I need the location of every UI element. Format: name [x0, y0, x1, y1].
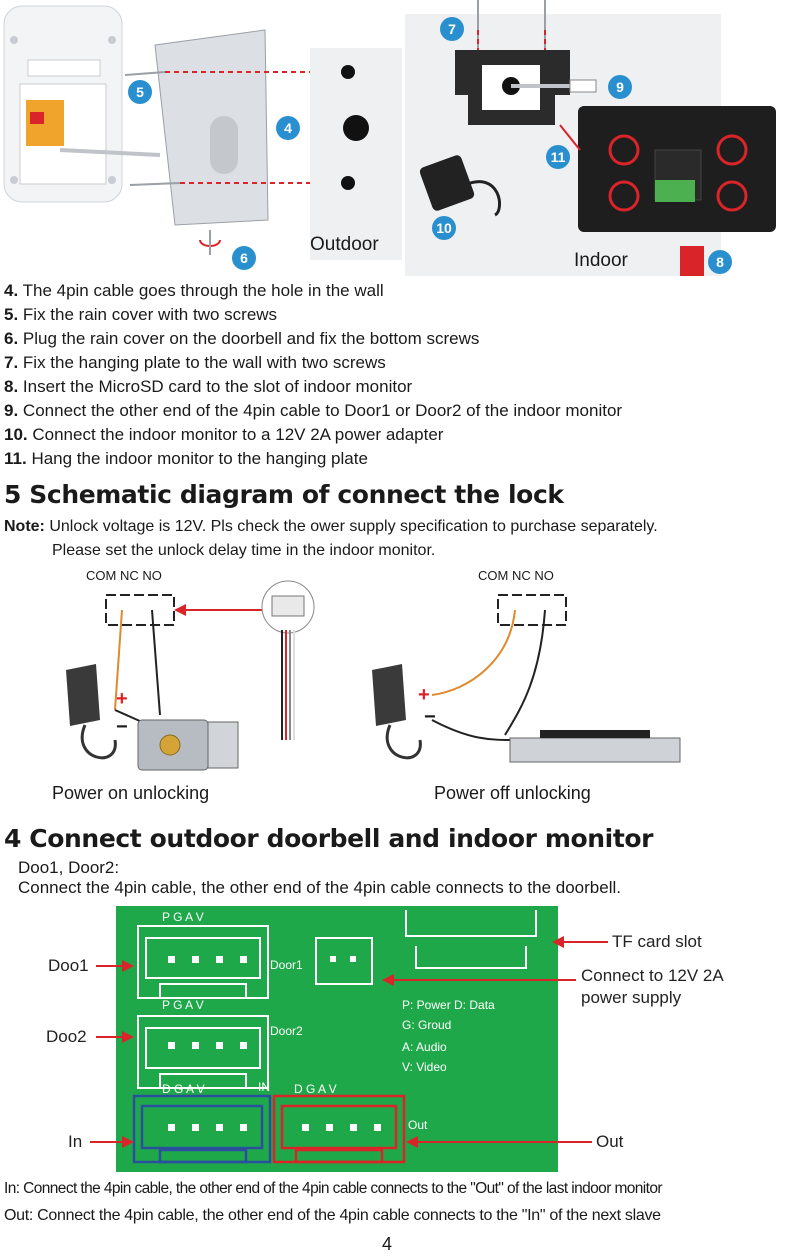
connect-sub2: Connect the 4pin cable, the other end of…: [18, 878, 621, 897]
step-item: 8. Insert the MicroSD card to the slot o…: [4, 377, 413, 396]
legend-line: P: Power D: Data: [402, 998, 495, 1012]
plus-left: +: [116, 688, 128, 710]
footer-out-note: Out: Connect the 4pin cable, the other e…: [4, 1207, 661, 1224]
step-item: 9. Connect the other end of the 4pin cab…: [4, 401, 623, 420]
door2-tag: Door2: [270, 1024, 303, 1038]
terminal-block-right: [497, 594, 567, 626]
pcb-board: P G A V P G A V D G A V IN D G A V Door1…: [116, 906, 558, 1172]
pins-out: D G A V: [294, 1082, 337, 1096]
lock-wiring-diagram: [66, 580, 681, 771]
indoor-label: Indoor: [574, 250, 628, 271]
out-tag: Out: [408, 1118, 428, 1132]
label-doo1: Doo1: [48, 956, 89, 975]
note-label: Note:: [4, 518, 45, 535]
power-adapter-left: [66, 664, 100, 726]
label-tf-card: TF card slot: [612, 932, 702, 951]
install-illustration: Outdoor Indoor 5 4 6 7 9 11 10 8: [0, 0, 800, 280]
lock-note: Note: Unlock voltage is 12V. Pls check t…: [4, 518, 658, 536]
power-adapter-right: [372, 664, 406, 726]
microsd-card: [680, 246, 704, 276]
footer-in-note: In: Connect the 4pin cable, the other en…: [4, 1180, 663, 1197]
plus-right: +: [418, 684, 430, 706]
label-doo2: Doo2: [46, 1027, 87, 1046]
connect-section-title: 4 Connect outdoor doorbell and indoor mo…: [4, 824, 654, 853]
label-power-1: Connect to 12V 2A: [581, 966, 724, 985]
lock-section-title: 5 Schematic diagram of connect the lock: [4, 480, 564, 509]
step-item: 6. Plug the rain cover on the doorbell a…: [4, 329, 480, 348]
legend-line: G: Groud: [402, 1018, 452, 1032]
caption-power-off: Power off unlocking: [434, 783, 591, 803]
pins-in: D G A V: [162, 1082, 205, 1096]
power-adapter-illustration: [419, 155, 475, 211]
terminal-labels-right: COM NC NO: [478, 568, 554, 583]
step-item: 7. Fix the hanging plate to the wall wit…: [4, 353, 386, 372]
pins-door1: P G A V: [162, 910, 204, 924]
note-line2: Please set the unlock delay time in the …: [52, 542, 436, 559]
badge-4: 4: [276, 116, 300, 140]
badge-8: 8: [708, 250, 732, 274]
step-item: 10. Connect the indoor monitor to a 12V …: [4, 425, 444, 444]
minus-left: −: [116, 716, 128, 738]
badge-5: 5: [128, 80, 152, 104]
outdoor-label: Outdoor: [310, 234, 379, 255]
door1-tag: Door1: [270, 958, 303, 972]
pins-door2: P G A V: [162, 998, 204, 1012]
tf-card-slot: [405, 910, 537, 937]
label-in: In: [68, 1132, 83, 1151]
badge-6: 6: [232, 246, 256, 270]
pcb-connectors: [132, 910, 537, 1164]
label-power-2: power supply: [581, 988, 682, 1007]
badge-10: 10: [432, 216, 456, 240]
minus-right: −: [424, 706, 436, 728]
terminal-block-left: [105, 594, 175, 626]
step-item: 11. Hang the indoor monitor to the hangi…: [4, 449, 368, 468]
connect-sub1: Doo1, Door2:: [18, 858, 120, 877]
power-connector: [315, 937, 373, 985]
step-item: 4. The 4pin cable goes through the hole …: [4, 281, 384, 300]
step-item: 5. Fix the rain cover with two screws: [4, 305, 278, 324]
outdoor-wall: [310, 48, 402, 260]
badge-11: 11: [546, 145, 570, 169]
legend-line: V: Video: [402, 1060, 447, 1074]
callout-arrows: [90, 936, 608, 1148]
page-number: 4: [382, 1234, 393, 1254]
install-drawing: [3, 0, 776, 276]
legend-line: A: Audio: [402, 1040, 447, 1054]
caption-power-on: Power on unlocking: [52, 783, 210, 803]
in-tag: IN: [258, 1080, 270, 1094]
magnetic-lock: [509, 737, 681, 763]
badge-7: 7: [440, 17, 464, 41]
terminal-labels-left: COM NC NO: [86, 568, 162, 583]
label-out: Out: [596, 1132, 624, 1151]
badge-9: 9: [608, 75, 632, 99]
note-line1: Unlock voltage is 12V. Pls check the owe…: [49, 518, 658, 535]
